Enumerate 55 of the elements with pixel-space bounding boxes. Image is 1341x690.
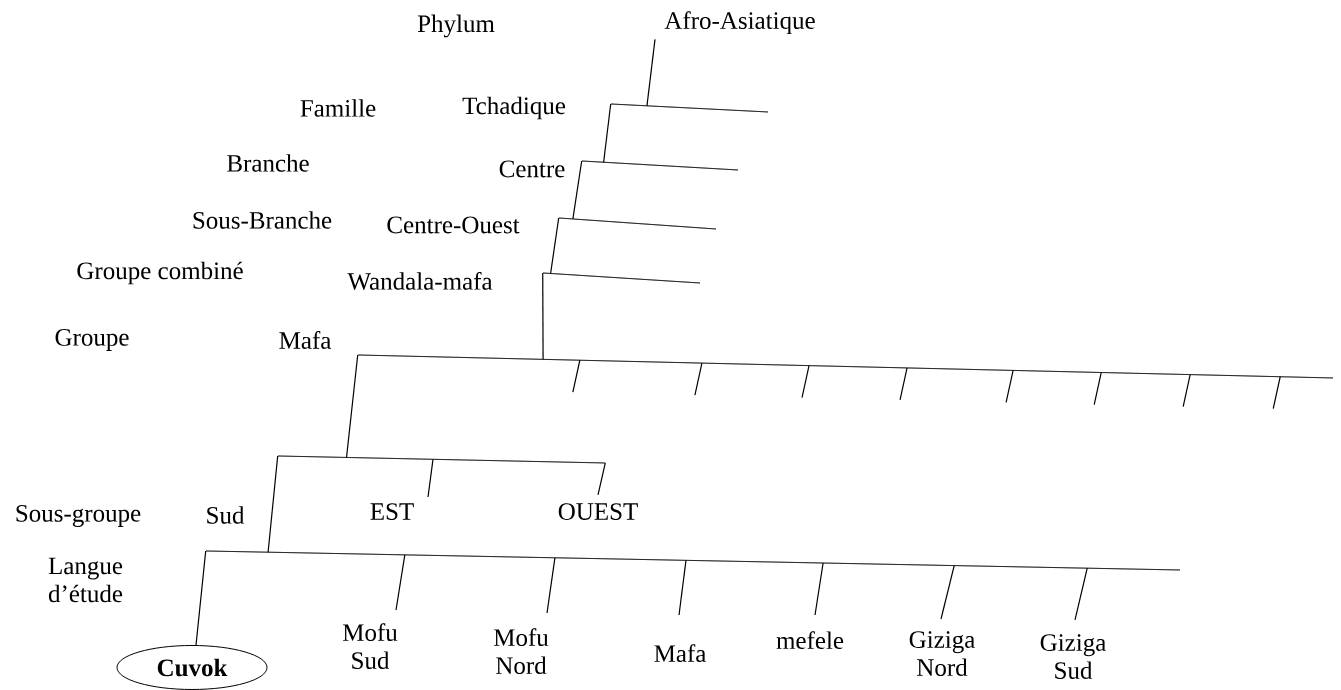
tree-line: [678, 559, 687, 616]
branch-bar: [581, 160, 739, 171]
group-name: Tchadique: [462, 96, 566, 120]
language-name: Giziga Nord: [909, 631, 975, 676]
branch-bar: [610, 103, 769, 113]
rank-label: Famille: [300, 99, 376, 117]
tree-line: [1182, 374, 1191, 408]
language-name: Giziga Sud: [1040, 634, 1106, 679]
rank-label: Groupe combiné: [77, 261, 243, 285]
tree-line: [345, 354, 359, 459]
tree-line: [427, 458, 434, 498]
tree-line: [814, 562, 824, 616]
tree-line: [572, 359, 581, 393]
rank-label: Langue d’étude: [48, 557, 123, 603]
branch-bar: [205, 550, 1181, 571]
branch-bar: [357, 354, 1334, 379]
language-name: Mafa: [654, 644, 707, 663]
tree-line: [546, 557, 556, 614]
group-name: Centre-Ouest: [387, 216, 520, 234]
ellipse-node: Cuvok: [116, 645, 268, 690]
tree-line: [940, 565, 955, 620]
tree-line: [801, 365, 810, 399]
tree-line: [1272, 376, 1281, 410]
group-name: Wandala-mafa: [347, 272, 493, 290]
language-name: Mofu Sud: [342, 623, 398, 670]
rank-label: Phylum: [417, 14, 495, 38]
language-name: EST: [370, 503, 414, 520]
branch-bar: [558, 217, 717, 230]
language-name: OUEST: [558, 503, 638, 520]
group-name: Sud: [207, 506, 245, 524]
group-name: Centre: [499, 160, 565, 178]
tree-line: [603, 103, 612, 163]
tree-line: [694, 362, 703, 396]
tree-line: [572, 160, 583, 220]
language-name: Mofu Nord: [493, 628, 549, 675]
tree-line: [267, 455, 279, 553]
group-name: Mafa: [279, 331, 332, 349]
tree-line: [550, 217, 560, 275]
branch-bar: [277, 455, 606, 464]
rank-label: Branche: [227, 154, 309, 172]
tree-line: [542, 272, 544, 360]
tree-line: [1005, 369, 1014, 404]
rank-label: Groupe: [55, 329, 129, 351]
tree-line: [646, 38, 656, 107]
branch-bar: [542, 272, 701, 284]
tree-line: [899, 367, 908, 401]
tree-line: [195, 550, 207, 646]
language-name: Afro-Asiatique: [664, 11, 815, 35]
tree-line: [395, 554, 406, 611]
tree-line: [597, 462, 606, 496]
rank-label: Sous-groupe: [16, 505, 141, 527]
language-name: mefele: [776, 631, 844, 650]
tree-line: [1093, 371, 1102, 406]
tree-line: [1074, 567, 1088, 621]
rank-label: Sous-Branche: [193, 211, 332, 229]
